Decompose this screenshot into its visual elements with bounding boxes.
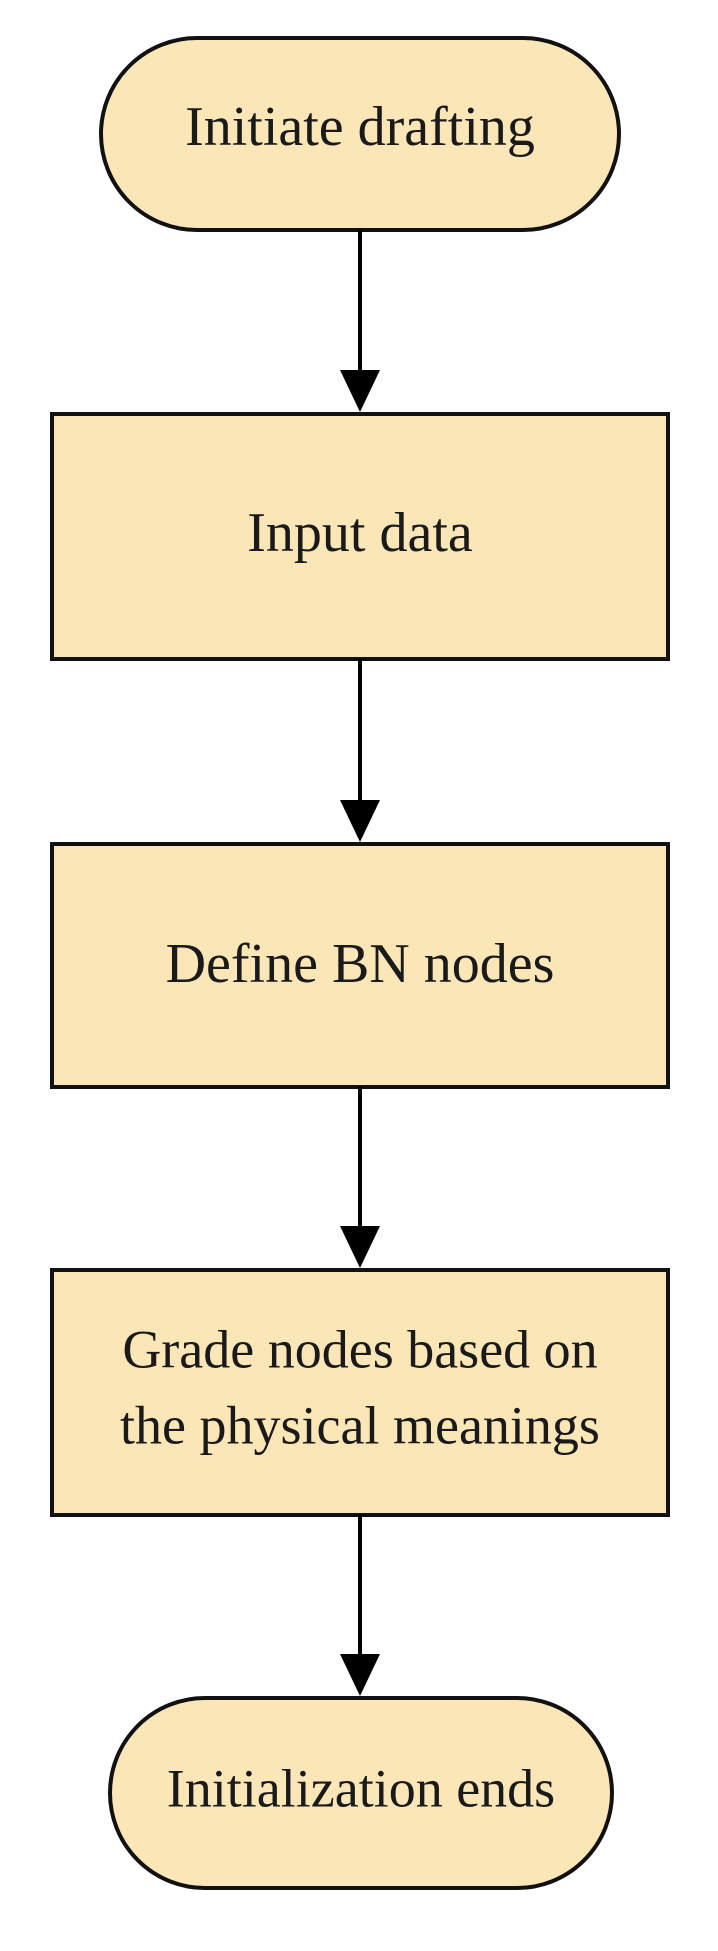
start-node: Initiate drafting [99, 36, 621, 232]
arrow-grade-to-end [340, 1515, 380, 1696]
arrow-define-to-grade [340, 1087, 380, 1268]
arrow-start-to-input-head [340, 370, 380, 412]
grade-node-label-line1: Grade nodes based on [122, 1319, 597, 1379]
input-node-label: Input data [247, 502, 473, 564]
input-node-shape [50, 412, 670, 661]
arrow-input-to-define [340, 659, 380, 842]
start-node-label: Initiate drafting [185, 96, 535, 158]
arrow-define-to-grade-head [340, 1226, 380, 1268]
input-node: Input data [50, 412, 670, 661]
arrow-grade-to-end-head [340, 1654, 380, 1696]
end-node-shape [108, 1696, 614, 1890]
end-node: Initialization ends [108, 1696, 614, 1890]
define-node-label: Define BN nodes [166, 933, 555, 995]
arrow-start-to-input [340, 230, 380, 412]
grade-node-shape [50, 1268, 670, 1517]
end-node-label: Initialization ends [167, 1758, 555, 1818]
grade-node-label-line2: the physical meanings [120, 1395, 600, 1455]
arrow-input-to-define-head [340, 800, 380, 842]
grade-node: Grade nodes based on the physical meanin… [50, 1268, 670, 1517]
define-node: Define BN nodes [50, 842, 670, 1089]
